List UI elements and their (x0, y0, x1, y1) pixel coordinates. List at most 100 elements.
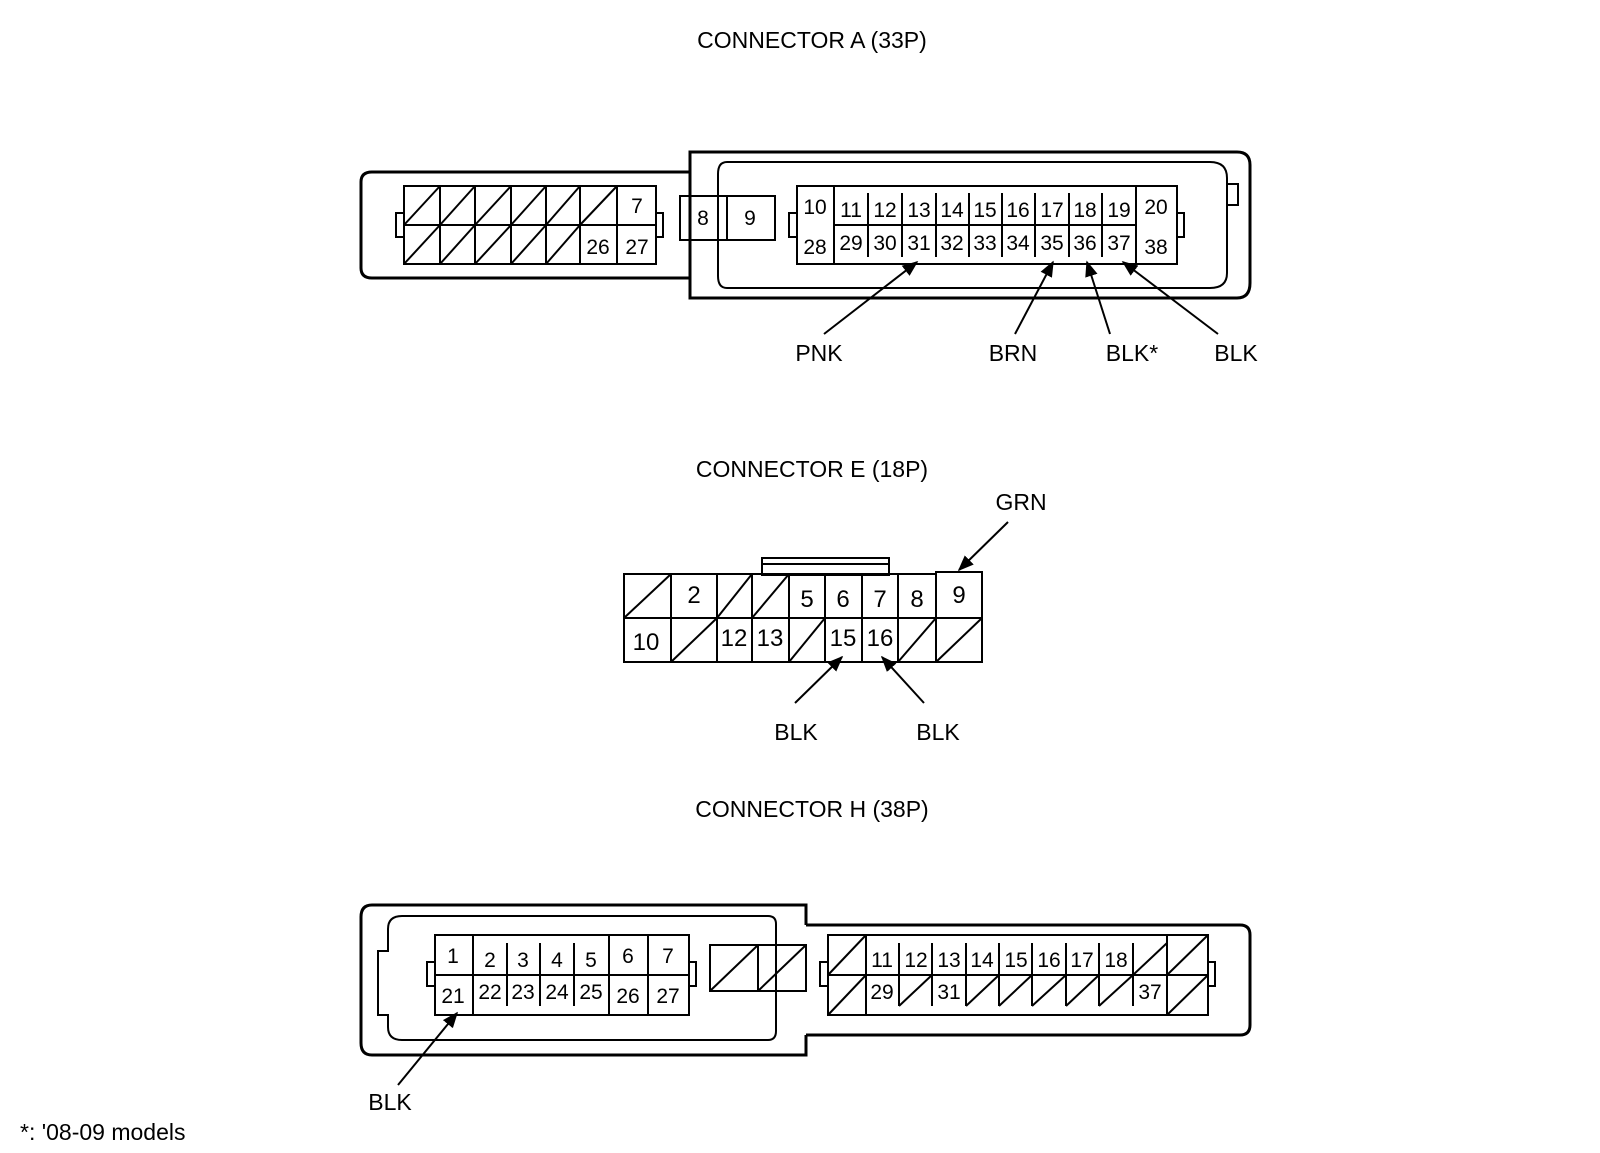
pin-h-1: 1 (447, 945, 459, 968)
pin-a-29: 29 (839, 232, 862, 255)
connector-e-wire-arrows (794, 521, 1009, 704)
pin-a-12: 12 (873, 199, 896, 222)
pin-e-15: 15 (830, 625, 857, 652)
connector-e-body (623, 557, 983, 663)
connector-a-housing (359, 150, 1252, 300)
connector-a-wire-arrows (823, 260, 1219, 335)
pin-a-26: 26 (586, 236, 609, 259)
pin-e-10: 10 (633, 629, 660, 656)
pin-h-31: 31 (937, 981, 960, 1004)
pin-a-10: 10 (803, 196, 826, 219)
connector-h-title: CONNECTOR H (38P) (695, 796, 928, 822)
pin-h-15: 15 (1004, 949, 1027, 972)
pin-h-37: 37 (1138, 981, 1161, 1004)
wire-label-e-blk-15: BLK (774, 719, 818, 745)
wire-label-e-grn: GRN (995, 489, 1046, 515)
pin-h-16: 16 (1037, 949, 1060, 972)
pin-h-2: 2 (484, 949, 496, 972)
pin-e-2: 2 (687, 582, 700, 609)
pin-a-34: 34 (1006, 232, 1030, 255)
connector-a-right-block (788, 185, 1185, 265)
pin-h-27: 27 (656, 985, 679, 1008)
arrow-e-9 (957, 521, 1009, 572)
pin-a-31: 31 (907, 232, 930, 255)
pin-h-3: 3 (517, 949, 529, 972)
connector-h-wire-arrows (397, 1011, 459, 1086)
pin-h-21: 21 (441, 985, 464, 1008)
pin-a-33: 33 (973, 232, 996, 255)
pin-h-17: 17 (1070, 949, 1093, 972)
pin-a-32: 32 (940, 232, 963, 255)
pin-h-6: 6 (622, 945, 634, 968)
pin-e-16: 16 (867, 625, 894, 652)
pin-a-28: 28 (803, 236, 826, 259)
wire-label-h-blk: BLK (368, 1089, 412, 1115)
connector-h-housing (359, 903, 1252, 1057)
pin-h-13: 13 (937, 949, 960, 972)
wire-label-a-blk: BLK (1214, 340, 1258, 366)
footnote: *: '08-09 models (20, 1119, 185, 1145)
connector-h-middle-block (709, 944, 807, 992)
pin-a-7: 7 (631, 195, 643, 218)
connector-a-middle-block (679, 195, 776, 241)
connector-e-pins: 2 5 6 7 8 9 10 12 13 15 16 (633, 582, 966, 656)
pin-a-27: 27 (625, 236, 648, 259)
pin-a-30: 30 (873, 232, 896, 255)
pin-h-24: 24 (545, 981, 569, 1004)
pin-a-37: 37 (1107, 232, 1130, 255)
pin-e-7: 7 (873, 586, 886, 613)
wire-label-a-brn: BRN (989, 340, 1038, 366)
pin-a-14: 14 (940, 199, 964, 222)
connector-a-left-block (395, 185, 664, 265)
pin-e-13: 13 (757, 625, 784, 652)
arrow-e-15 (794, 655, 844, 704)
pin-e-9: 9 (952, 582, 965, 609)
arrow-a-36 (1085, 260, 1111, 335)
pin-a-16: 16 (1006, 199, 1029, 222)
pin-e-8: 8 (910, 586, 923, 613)
pin-a-11: 11 (840, 199, 862, 222)
pin-h-23: 23 (511, 981, 534, 1004)
pin-h-25: 25 (579, 981, 602, 1004)
connector-h-right-block (819, 934, 1216, 1016)
pin-h-12: 12 (904, 949, 927, 972)
pin-a-36: 36 (1073, 232, 1096, 255)
pin-a-9: 9 (744, 207, 756, 230)
wire-label-a-blk-star: BLK* (1106, 340, 1158, 366)
pin-h-5: 5 (585, 949, 597, 972)
pin-a-13: 13 (907, 199, 930, 222)
pin-a-18: 18 (1073, 199, 1096, 222)
connector-h-right-pins: 11 12 13 14 15 16 17 18 29 31 37 (870, 949, 1161, 1004)
arrow-a-31 (823, 261, 919, 335)
pin-h-29: 29 (870, 981, 893, 1004)
wire-label-e-blk-16: BLK (916, 719, 960, 745)
arrow-a-35 (1014, 260, 1054, 335)
arrow-h-21 (397, 1011, 459, 1086)
pin-e-12: 12 (721, 625, 748, 652)
connector-a-right-pins: 10 11 12 13 14 15 16 17 18 19 20 28 29 3… (803, 196, 1167, 259)
pin-h-4: 4 (551, 949, 563, 972)
pin-a-19: 19 (1107, 199, 1130, 222)
pin-a-35: 35 (1040, 232, 1063, 255)
pin-h-14: 14 (970, 949, 994, 972)
pin-a-15: 15 (973, 199, 996, 222)
connector-a-title: CONNECTOR A (33P) (697, 27, 927, 53)
pin-h-11: 11 (871, 949, 893, 972)
pin-e-5: 5 (800, 586, 813, 613)
pin-h-26: 26 (616, 985, 639, 1008)
pin-a-38: 38 (1144, 236, 1167, 259)
arrow-a-37 (1121, 261, 1219, 335)
connector-e-title: CONNECTOR E (18P) (696, 456, 928, 482)
pin-e-6: 6 (836, 586, 849, 613)
pin-h-7: 7 (662, 945, 674, 968)
pin-a-8: 8 (697, 207, 709, 230)
arrow-e-16 (880, 655, 925, 704)
connector-h-left-pins: 1 2 3 4 5 6 7 21 22 23 24 25 26 27 (441, 945, 679, 1008)
wire-label-a-pnk: PNK (795, 340, 843, 366)
pin-h-18: 18 (1104, 949, 1127, 972)
pin-h-22: 22 (478, 981, 501, 1004)
pin-a-20: 20 (1144, 196, 1167, 219)
pin-a-17: 17 (1040, 199, 1063, 222)
